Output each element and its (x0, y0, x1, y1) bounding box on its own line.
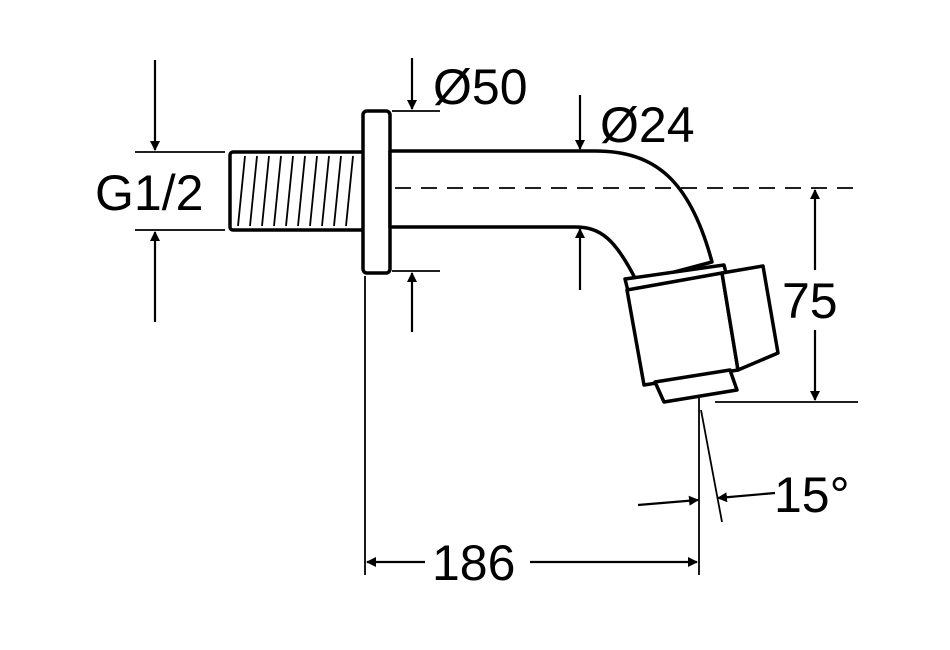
length-dimension (364, 276, 700, 575)
thread-label: G1/2 (95, 165, 203, 221)
aerator-head (625, 264, 780, 404)
angle-label: 15° (774, 467, 850, 523)
length-label: 186 (432, 535, 515, 591)
height-label: 75 (782, 273, 838, 329)
height-dimension (715, 189, 858, 403)
flange-diameter-label: Ø50 (433, 59, 528, 115)
thread-dimension (135, 60, 225, 322)
flange-diameter-dimension (392, 58, 440, 332)
angle-dimension (637, 409, 776, 523)
flange (361, 109, 392, 275)
pipe-diameter-label: Ø24 (600, 97, 695, 153)
spout-pipe (388, 149, 714, 284)
threaded-inlet (228, 150, 367, 232)
